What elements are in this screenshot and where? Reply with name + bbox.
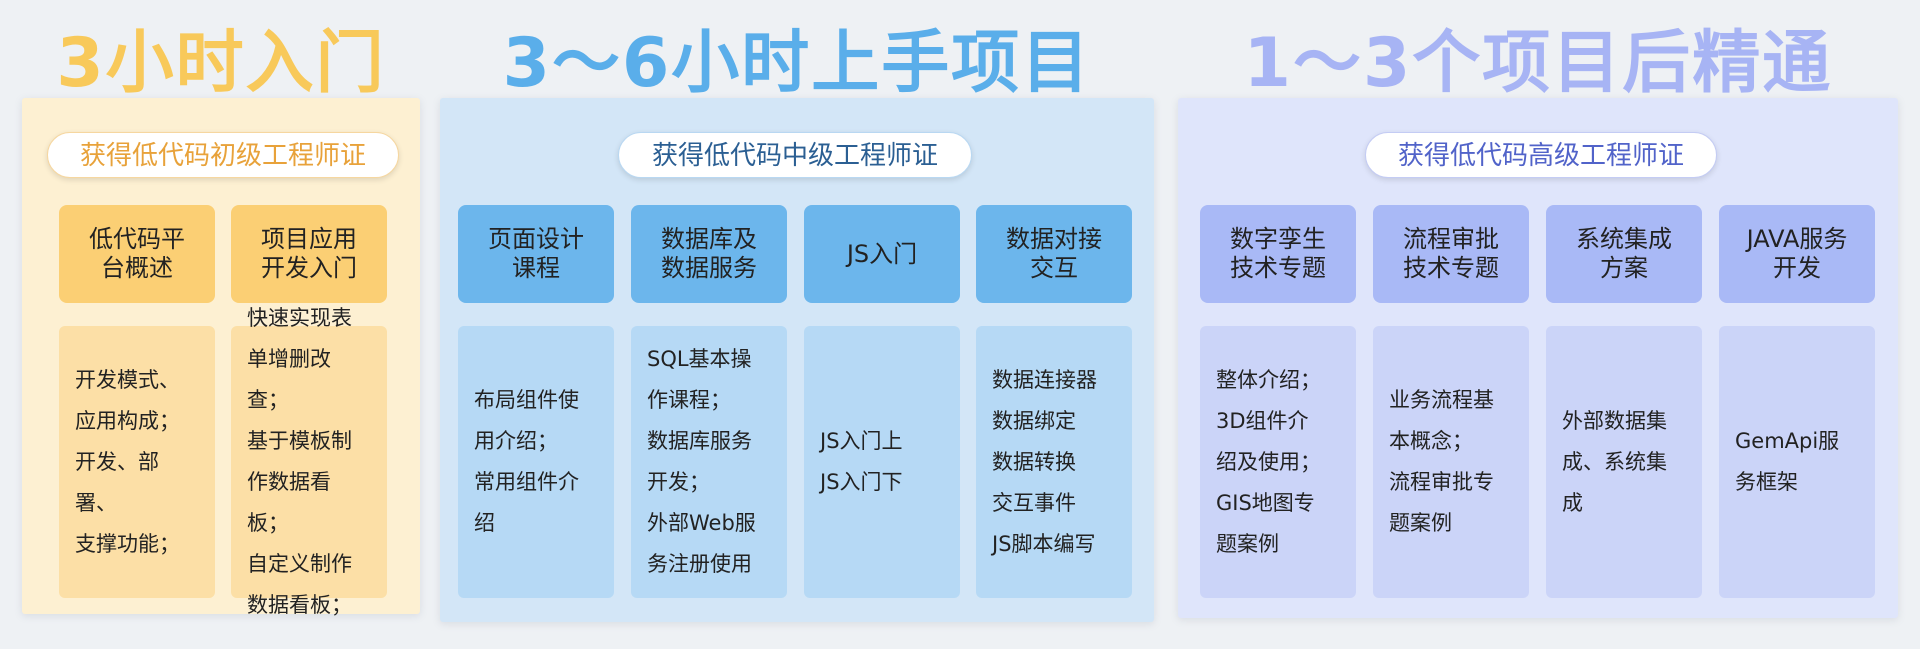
- details-text: 整体介绍； 3D组件介 绍及使用； GIS地图专 题案例: [1216, 367, 1321, 556]
- topic-label: JS入门: [846, 239, 918, 268]
- details-text: 外部数据集 成、系统集 成: [1562, 408, 1667, 515]
- details-text: SQL基本操 作课程； 数据库服务 开发； 外部Web服 务注册使用: [647, 347, 756, 576]
- topic-label: 项目应用 开发入门: [261, 225, 357, 282]
- details-card: 快速实现表 单增删改查； 基于模板制 作数据看板； 自定义制作 数据看板；: [231, 306, 387, 617]
- topic-card: 页面设计 课程: [458, 205, 614, 303]
- details-card: 整体介绍； 3D组件介 绍及使用； GIS地图专 题案例: [1200, 326, 1356, 598]
- topic-card: 数据对接 交互: [976, 205, 1132, 303]
- stage-1-certificate-badge: 获得低代码初级工程师证: [47, 132, 399, 178]
- details-text: GemApi服 务框架: [1735, 429, 1840, 494]
- stage-3-panel: 获得低代码高级工程师证 数字孪生 技术专题 流程审批 技术专题 系统集成 方案 …: [1178, 98, 1898, 618]
- topic-label: 数字孪生 技术专题: [1230, 225, 1326, 282]
- details-card: 开发模式、 应用构成； 开发、部署、 支撑功能；: [59, 326, 215, 598]
- topic-label: 流程审批 技术专题: [1403, 225, 1499, 282]
- details-text: 开发模式、 应用构成； 开发、部署、 支撑功能；: [75, 367, 180, 556]
- details-card: 外部数据集 成、系统集 成: [1546, 326, 1702, 598]
- topic-card: 低代码平 台概述: [59, 205, 215, 303]
- topic-label: 数据库及 数据服务: [661, 225, 757, 282]
- topic-card: JAVA服务 开发: [1719, 205, 1875, 303]
- stage-3-title: 1～3个项目后精通: [1243, 24, 1833, 103]
- topic-label: 低代码平 台概述: [89, 225, 185, 282]
- details-text: 业务流程基 本概念； 流程审批专 题案例: [1389, 388, 1494, 535]
- topic-card: 数字孪生 技术专题: [1200, 205, 1356, 303]
- topic-card: 系统集成 方案: [1546, 205, 1702, 303]
- details-card: JS入门上 JS入门下: [804, 326, 960, 598]
- stage-3-certificate-badge: 获得低代码高级工程师证: [1365, 132, 1717, 178]
- topic-card: 项目应用 开发入门: [231, 205, 387, 303]
- topic-label: JAVA服务 开发: [1746, 225, 1848, 282]
- details-text: 快速实现表 单增删改查； 基于模板制 作数据看板； 自定义制作 数据看板；: [247, 306, 352, 617]
- topic-card: 数据库及 数据服务: [631, 205, 787, 303]
- stage-1-panel: 获得低代码初级工程师证 低代码平 台概述 项目应用 开发入门 开发模式、 应用构…: [22, 98, 420, 617]
- topic-label: 数据对接 交互: [1006, 225, 1102, 282]
- topic-label: 系统集成 方案: [1576, 225, 1672, 282]
- details-card: 业务流程基 本概念； 流程审批专 题案例: [1373, 326, 1529, 598]
- stage-1-title: 3小时入门: [56, 24, 386, 103]
- stage-2-certificate-badge: 获得低代码中级工程师证: [618, 132, 972, 178]
- stage-2-title: 3～6小时上手项目: [502, 24, 1092, 103]
- details-card: 布局组件使 用介绍； 常用组件介 绍: [458, 326, 614, 598]
- details-text: 数据连接器 数据绑定 数据转换 交互事件 JS脚本编写: [992, 367, 1097, 556]
- topic-card: JS入门: [804, 205, 960, 303]
- details-card: GemApi服 务框架: [1719, 326, 1875, 598]
- topic-label: 页面设计 课程: [488, 225, 584, 282]
- details-text: JS入门上 JS入门下: [820, 429, 903, 494]
- stage-2-panel: 获得低代码中级工程师证 页面设计 课程 数据库及 数据服务 JS入门 数据对接 …: [440, 98, 1154, 622]
- topic-card: 流程审批 技术专题: [1373, 205, 1529, 303]
- details-card: 数据连接器 数据绑定 数据转换 交互事件 JS脚本编写: [976, 326, 1132, 598]
- details-text: 布局组件使 用介绍； 常用组件介 绍: [474, 388, 579, 535]
- details-card: SQL基本操 作课程； 数据库服务 开发； 外部Web服 务注册使用: [631, 326, 787, 598]
